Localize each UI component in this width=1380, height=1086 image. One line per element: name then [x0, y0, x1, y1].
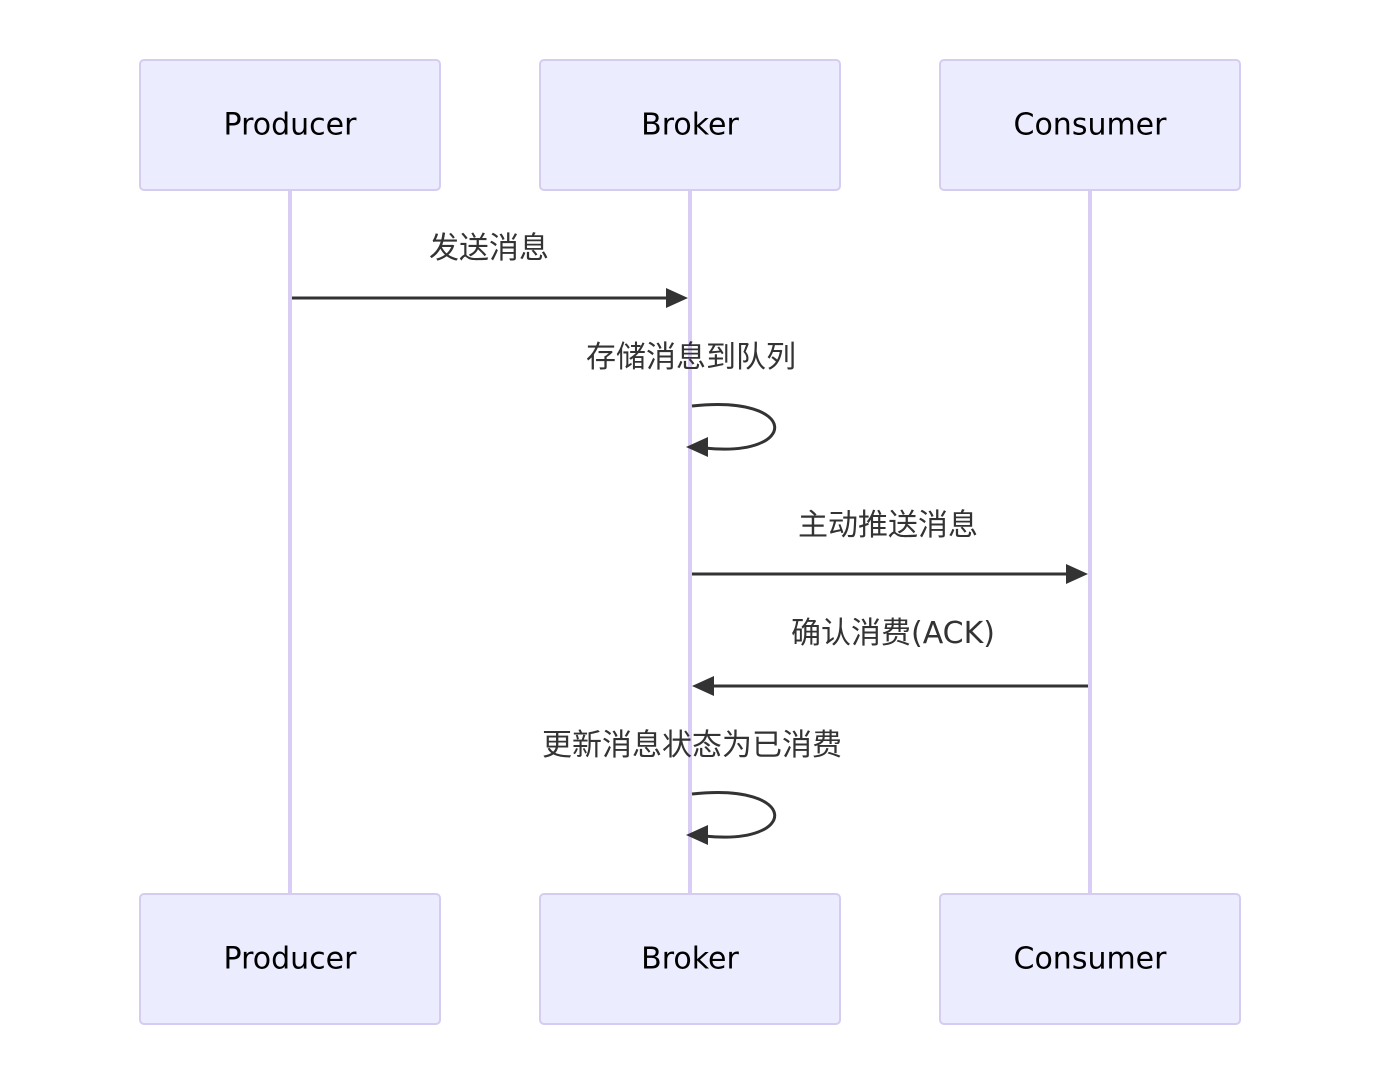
- arrowhead-icon: [692, 676, 714, 696]
- message-update: 更新消息状态为已消费: [542, 728, 842, 845]
- message-ack: 确认消费(ACK): [692, 616, 1088, 696]
- message-send: 发送消息: [292, 231, 688, 308]
- actor-label: Producer: [224, 108, 358, 143]
- actor-label: Broker: [641, 108, 739, 143]
- message-label: 发送消息: [429, 231, 549, 266]
- arrowhead-icon: [686, 825, 708, 845]
- actor-producer-bottom: Producer: [139, 893, 441, 1025]
- actor-label: Producer: [224, 942, 358, 977]
- message-label: 更新消息状态为已消费: [542, 728, 842, 763]
- actor-broker-bottom: Broker: [539, 893, 841, 1025]
- arrowhead-icon: [686, 437, 708, 457]
- message-label: 确认消费(ACK): [791, 616, 995, 651]
- self-loop-arrow: [691, 403, 777, 451]
- actor-consumer-top: Consumer: [939, 59, 1241, 191]
- actor-consumer-bottom: Consumer: [939, 893, 1241, 1025]
- actor-label: Consumer: [1014, 108, 1168, 143]
- message-store: 存储消息到队列: [586, 340, 796, 457]
- actor-broker-top: Broker: [539, 59, 841, 191]
- actor-producer-top: Producer: [139, 59, 441, 191]
- actor-label: Consumer: [1014, 942, 1168, 977]
- self-loop-arrow: [691, 791, 777, 839]
- message-push: 主动推送消息: [692, 508, 1088, 584]
- message-label: 主动推送消息: [798, 508, 978, 543]
- message-label: 存储消息到队列: [586, 340, 796, 375]
- arrowhead-icon: [666, 288, 688, 308]
- actor-label: Broker: [641, 942, 739, 977]
- arrowhead-icon: [1066, 564, 1088, 584]
